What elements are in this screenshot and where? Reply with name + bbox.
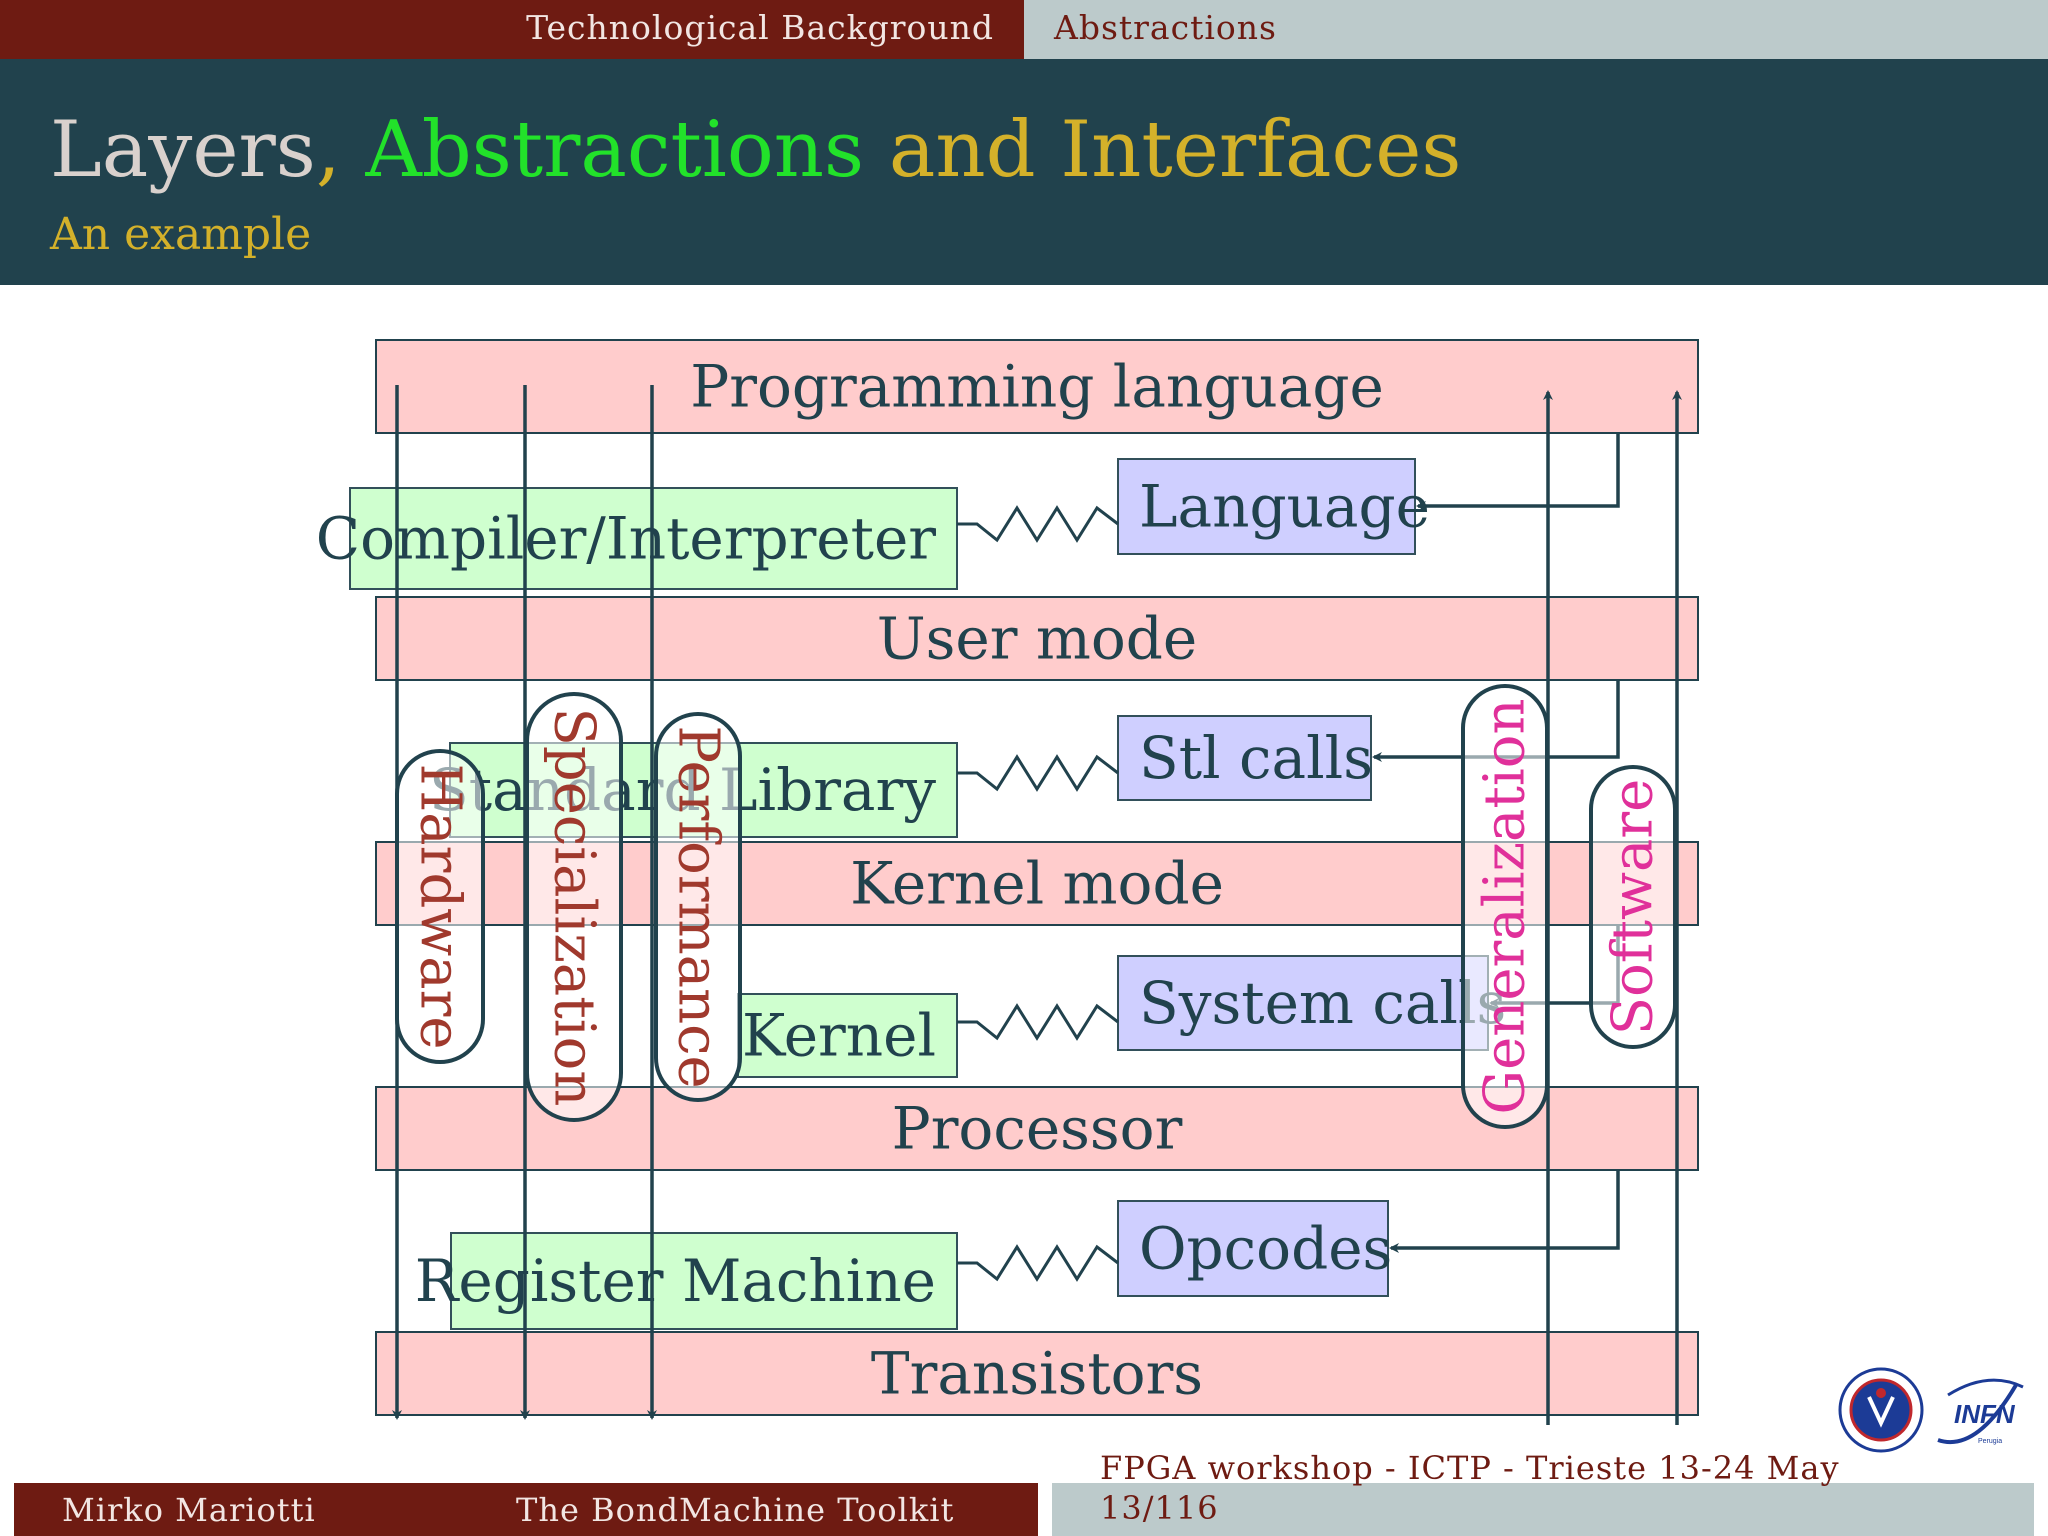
nav-section[interactable]: Technological Background bbox=[0, 0, 1024, 59]
footer-event-info: FPGA workshop - ICTP - Trieste 13-24 May… bbox=[1100, 1448, 1960, 1528]
label-pill-generalization: Generalization bbox=[1461, 684, 1549, 1129]
interface-stl-calls bbox=[1117, 715, 1372, 801]
interface-spring bbox=[957, 505, 1119, 543]
interface-label: Language bbox=[1139, 473, 1430, 541]
title-layers: Layers bbox=[50, 105, 316, 195]
layer-programming-language bbox=[375, 339, 1699, 434]
layer-transistors bbox=[375, 1331, 1699, 1416]
footer-author: Mirko Mariotti bbox=[62, 1491, 316, 1529]
label-pill-software: Software bbox=[1589, 765, 1677, 1049]
label-pill-software-outline bbox=[1589, 765, 1677, 1049]
interface-label: Stl calls bbox=[1139, 724, 1373, 792]
interface-label: Opcodes bbox=[1139, 1215, 1392, 1283]
interface-system-calls bbox=[1117, 955, 1489, 1051]
interface-connector-arrow bbox=[1372, 680, 1620, 762]
interface-label: System calls bbox=[1139, 969, 1506, 1037]
university-seal-logo bbox=[1838, 1367, 1924, 1453]
interface-spring bbox=[957, 1244, 1119, 1282]
infn-logo-text: INFN bbox=[1954, 1399, 2016, 1429]
interface-spring bbox=[957, 1003, 1119, 1041]
label-pill-generalization-outline bbox=[1461, 684, 1549, 1129]
footer-page-number: 13/116 bbox=[1100, 1489, 1219, 1527]
layer-label: Kernel mode bbox=[850, 850, 1224, 918]
slide-subtitle: An example bbox=[50, 209, 312, 260]
title-and: and bbox=[864, 105, 1061, 195]
label-pill-specialization: Specialization bbox=[525, 692, 623, 1122]
footer-right-bar bbox=[1052, 1483, 2034, 1536]
interface-connector-arrow bbox=[1389, 1170, 1620, 1253]
nav-subsection[interactable]: Abstractions bbox=[1024, 0, 2048, 59]
infn-logo: INFN Perugia bbox=[1937, 1378, 2024, 1445]
label-pill-hardware-text: Hardware bbox=[408, 763, 473, 1049]
slide-title: Layers, Abstractions and Interfaces bbox=[50, 105, 1461, 195]
label-pill-performance-outline bbox=[654, 712, 742, 1102]
footer-left-bar: Mirko Mariotti The BondMachine Toolkit bbox=[14, 1483, 1038, 1536]
implementation-kernel bbox=[737, 993, 958, 1078]
slide-header: Layers, Abstractions and Interfaces An e… bbox=[0, 59, 2048, 285]
footer-talk-title: The BondMachine Toolkit bbox=[516, 1491, 955, 1529]
nav-section-label[interactable]: Technological Background bbox=[526, 8, 994, 47]
title-abstractions: Abstractions bbox=[365, 105, 865, 195]
interface-opcodes bbox=[1117, 1200, 1389, 1297]
implementation-register-machine bbox=[450, 1232, 958, 1330]
label-pill-generalization-text: Generalization bbox=[1473, 698, 1538, 1114]
interface-connector-arrow bbox=[1416, 433, 1620, 511]
layer-label: User mode bbox=[877, 605, 1198, 673]
title-comma: , bbox=[315, 105, 341, 195]
logos: INFN Perugia bbox=[1838, 1367, 2024, 1453]
label-pill-software-text: Software bbox=[1601, 779, 1666, 1036]
label-pill-performance-text: Performance bbox=[666, 725, 731, 1088]
infn-logo-subtext: Perugia bbox=[1978, 1438, 2002, 1445]
footer-event: FPGA workshop - ICTP - Trieste 13-24 May bbox=[1100, 1449, 1840, 1487]
label-pill-hardware-outline bbox=[395, 749, 485, 1064]
top-navigation-bar: Technological Background Abstractions bbox=[0, 0, 2048, 59]
label-pill-hardware: Hardware bbox=[395, 749, 485, 1064]
implementation-label: Register Machine bbox=[415, 1247, 936, 1315]
layer-user-mode bbox=[375, 596, 1699, 681]
title-interfaces: Interfaces bbox=[1060, 105, 1462, 195]
layer-label: Programming language bbox=[690, 353, 1384, 421]
layer-label: Transistors bbox=[871, 1340, 1203, 1408]
nav-subsection-label[interactable]: Abstractions bbox=[1054, 8, 1277, 47]
label-pill-performance: Performance bbox=[654, 712, 742, 1102]
implementation-label: Compiler/Interpreter bbox=[316, 505, 937, 573]
label-pill-specialization-outline bbox=[525, 692, 623, 1122]
interface-language bbox=[1117, 458, 1416, 555]
implementation-label: Kernel bbox=[742, 1002, 936, 1070]
layer-label: Processor bbox=[892, 1095, 1183, 1163]
interface-spring bbox=[957, 754, 1119, 792]
label-pill-specialization-text: Specialization bbox=[542, 708, 607, 1107]
